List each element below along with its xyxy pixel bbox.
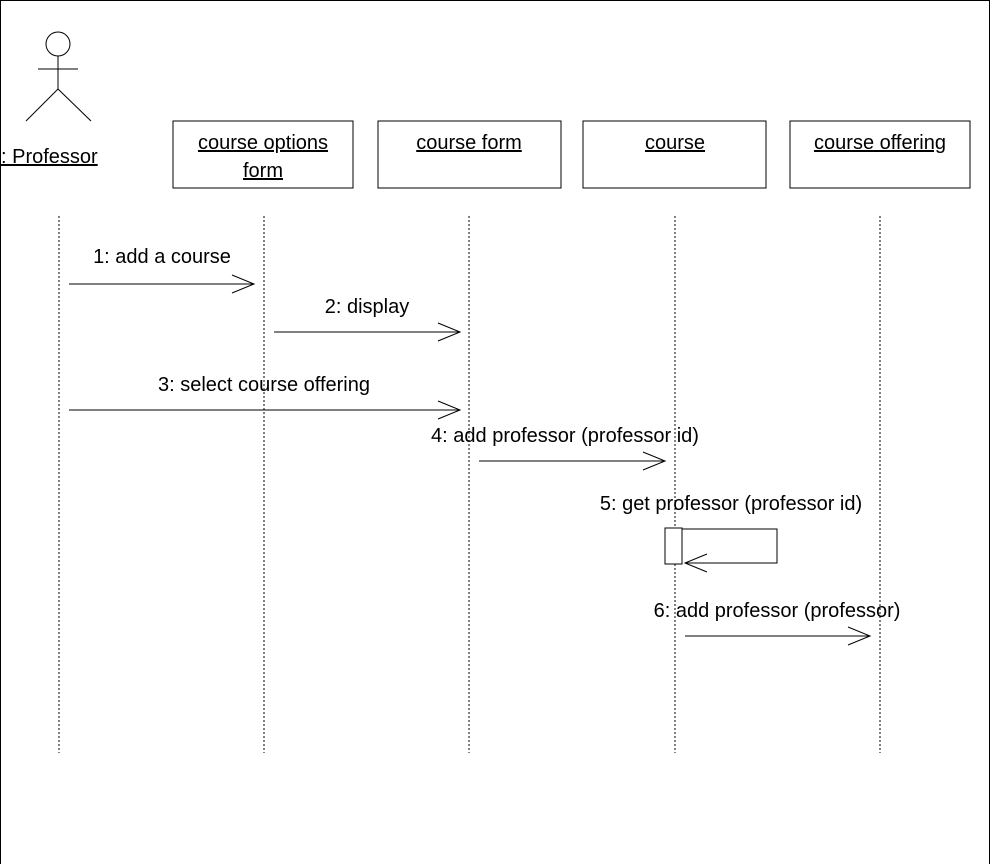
message-label: 4: add professor (professor id) bbox=[431, 425, 699, 447]
actor-professor[interactable]: : Professor bbox=[1, 31, 98, 168]
object-course[interactable]: course bbox=[582, 120, 767, 189]
message-6[interactable]: 6: add professor (professor) bbox=[654, 600, 901, 646]
object-box bbox=[172, 120, 354, 189]
object-course-options-form[interactable]: course options form bbox=[172, 120, 354, 189]
object-box bbox=[582, 120, 767, 189]
arrowhead-icon bbox=[231, 274, 256, 294]
arrowhead-icon bbox=[642, 451, 667, 471]
object-name-line-2: form bbox=[243, 160, 283, 182]
message-label: 6: add professor (professor) bbox=[654, 600, 901, 622]
message-5[interactable]: 5: get professor (professor id) bbox=[600, 493, 862, 573]
object-course-form[interactable]: course form bbox=[377, 120, 562, 189]
message-label: 1: add a course bbox=[93, 246, 231, 268]
message-3[interactable]: 3: select course offering bbox=[69, 374, 462, 420]
message-1[interactable]: 1: add a course bbox=[69, 246, 256, 294]
arrowhead-icon bbox=[847, 626, 872, 646]
message-4[interactable]: 4: add professor (professor id) bbox=[431, 425, 699, 471]
object-box bbox=[377, 120, 562, 189]
message-2[interactable]: 2: display bbox=[274, 296, 462, 342]
message-label: 2: display bbox=[325, 296, 410, 318]
object-name-line-1: course options bbox=[198, 132, 328, 154]
actor-name: : Professor bbox=[1, 146, 98, 168]
object-course-offering[interactable]: course offering bbox=[789, 120, 971, 189]
arrowhead-icon bbox=[683, 553, 708, 573]
message-label: 3: select course offering bbox=[158, 374, 370, 396]
arrowhead-icon bbox=[437, 400, 462, 420]
object-name: course bbox=[645, 132, 705, 154]
arrowhead-icon bbox=[437, 322, 462, 342]
message-label: 5: get professor (professor id) bbox=[600, 493, 862, 515]
object-box bbox=[789, 120, 971, 189]
actor-stick-figure-icon bbox=[25, 31, 92, 122]
object-name: course form bbox=[416, 132, 522, 154]
object-name: course offering bbox=[814, 132, 946, 154]
activation-bar bbox=[664, 527, 683, 565]
self-call-arrow-line bbox=[682, 528, 778, 564]
